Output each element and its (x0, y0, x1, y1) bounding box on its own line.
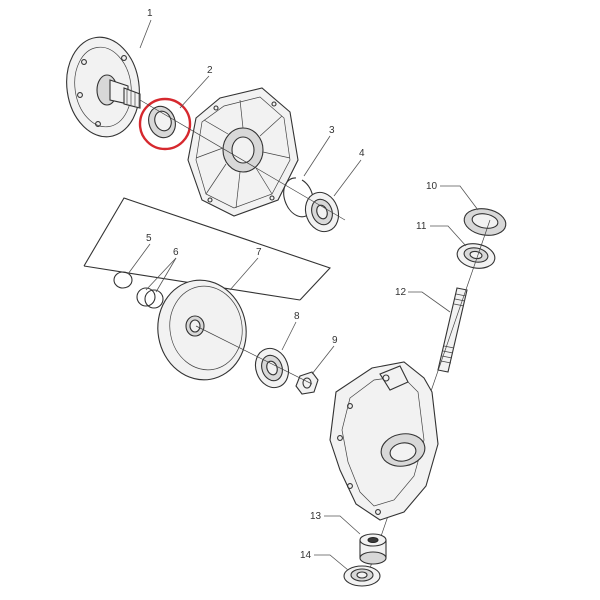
callout-2: 2 (207, 65, 213, 76)
part-2-oil-seal[interactable] (138, 97, 192, 151)
part-1-flanged-shaft[interactable] (60, 32, 145, 141)
leader-lines (127, 19, 479, 571)
part-9-hex-nut[interactable] (295, 371, 319, 395)
callout-6: 6 (173, 247, 179, 258)
highlight-ring (138, 97, 192, 151)
assembly-axis-upper (139, 99, 346, 221)
part-3-snap-ring[interactable] (283, 177, 314, 218)
callout-3: 3 (329, 125, 335, 136)
assembly-axis-lower (195, 325, 313, 385)
part-10-seal[interactable] (462, 206, 508, 239)
part-14-bearing[interactable] (343, 565, 381, 587)
part-5-o-ring[interactable] (113, 271, 133, 289)
part-6-rings[interactable] (136, 287, 164, 309)
part-11-bearing[interactable] (455, 241, 497, 271)
callout-9: 9 (332, 335, 338, 346)
callout-7: 7 (256, 247, 262, 258)
part-12-splined-shaft[interactable] (437, 287, 468, 373)
callout-11: 11 (416, 221, 427, 232)
part-13-bushing[interactable] (359, 533, 387, 565)
part-7-gear-disc[interactable] (150, 273, 254, 387)
callout-13: 13 (310, 511, 322, 522)
callout-labels: 1 2 3 4 5 6 7 8 9 10 11 12 13 14 (146, 8, 438, 561)
callout-8: 8 (294, 311, 300, 322)
callout-5: 5 (146, 233, 152, 244)
housing-cover[interactable] (187, 87, 299, 217)
callout-4: 4 (359, 148, 365, 159)
part-8-bearing[interactable] (250, 344, 294, 393)
group-bracket (83, 197, 331, 301)
callout-10: 10 (426, 181, 438, 192)
callout-14: 14 (300, 550, 312, 561)
part-4-bearing[interactable] (300, 188, 344, 237)
gear-housing[interactable] (329, 361, 439, 521)
callout-12: 12 (395, 287, 407, 298)
callout-1: 1 (147, 8, 153, 19)
